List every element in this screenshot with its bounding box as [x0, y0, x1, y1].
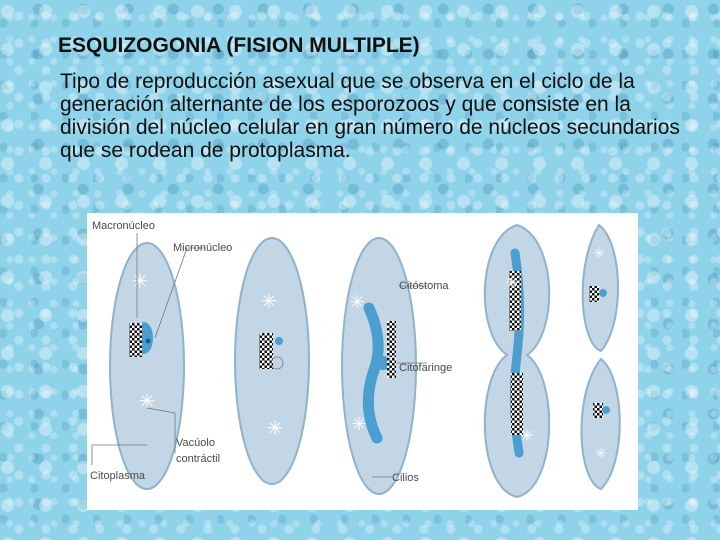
label-citoplasma: Citoplasma [90, 470, 146, 482]
micronucleus [145, 338, 151, 344]
svg-text:✳: ✳ [505, 275, 518, 292]
svg-text:✳: ✳ [351, 414, 366, 434]
label-citofaringe: Citofaringe [399, 362, 452, 374]
label-micronucleo: Micronúcleo [173, 242, 232, 254]
label-vacuolo: Vacúolo [176, 437, 215, 449]
cell-stage-4: ✳ ✳ [483, 223, 551, 499]
svg-text:✳: ✳ [139, 391, 156, 413]
svg-text:✳: ✳ [349, 292, 364, 312]
label-macronucleo: Macronúcleo [92, 220, 155, 232]
cell-stage-1: ✳ ✳ [109, 242, 185, 490]
svg-text:✳: ✳ [261, 291, 278, 313]
macronucleus [129, 323, 142, 357]
slide-body-text: Tipo de reproducción asexual que se obse… [60, 70, 680, 162]
svg-text:✳: ✳ [593, 245, 605, 261]
svg-text:✳: ✳ [132, 271, 149, 293]
label-citostoma: Citóstoma [399, 280, 449, 292]
label-contractil: contráctil [176, 453, 220, 465]
svg-text:✳: ✳ [520, 428, 533, 445]
division-diagram: ✳ ✳ ✳ ✳ ✳ ✳ ✳ ✳ [90, 220, 621, 499]
paramecium-division-figure: ✳ ✳ ✳ ✳ ✳ ✳ ✳ ✳ [87, 213, 638, 510]
cell-stage-2: ✳ ✳ [234, 237, 310, 485]
svg-text:✳: ✳ [595, 445, 607, 461]
label-cilios: Cilios [392, 472, 419, 484]
cell-stage-3: ✳ ✳ [341, 237, 417, 495]
slide-title: ESQUIZOGONIA (FISION MULTIPLE) [58, 34, 420, 57]
cell-stage-5: ✳ ✳ [580, 223, 621, 491]
svg-text:✳: ✳ [267, 418, 284, 440]
